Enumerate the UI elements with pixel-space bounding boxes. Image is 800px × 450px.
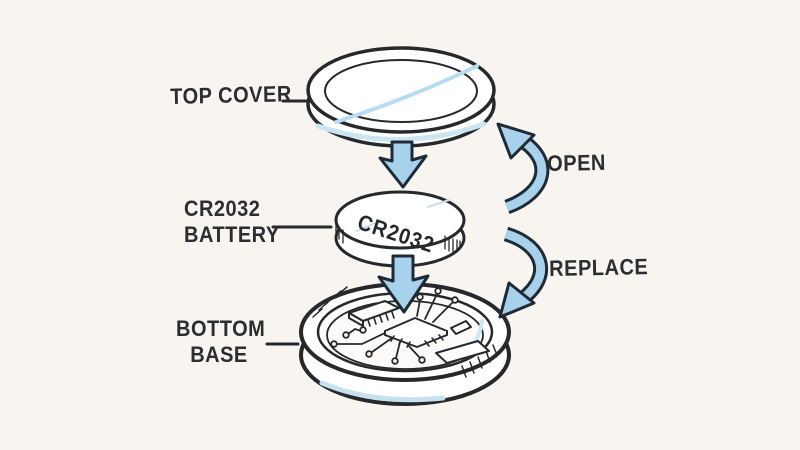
battery-label-line2: BATTERY: [184, 222, 280, 248]
replace-action-label: REPLACE: [549, 255, 649, 282]
rim-hatching-left: [312, 286, 348, 318]
open-action-label: OPEN: [547, 150, 607, 177]
top-cover-illustration: [306, 46, 496, 148]
cover-sheen: [334, 64, 479, 124]
battery-illustration: [334, 190, 466, 268]
bottom-base-label-line1: BOTTOM: [176, 317, 266, 342]
component-footprint: [435, 340, 490, 364]
resistor-icon: [450, 320, 472, 335]
down-arrow-top-icon: [378, 140, 428, 189]
dip-chip-icon: [348, 300, 400, 327]
bottom-base-label: BOTTOM BASE: [176, 317, 266, 369]
bottom-base-label-line2: BASE: [190, 342, 248, 368]
down-arrow-bottom-icon: [377, 254, 430, 314]
battery-label: CR2032 BATTERY: [184, 197, 280, 249]
pcb-illustration: [330, 287, 490, 365]
rim-hatching-right: [461, 344, 498, 378]
battery-rim-hatching: [335, 223, 461, 253]
open-arrow-icon: [496, 122, 550, 215]
top-cover-label: TOP COVER: [170, 82, 293, 110]
circuit-traces: [330, 287, 459, 365]
battery-label-line1: CR2032: [184, 197, 261, 222]
battery-face-sheen: [356, 199, 450, 232]
replace-arrow-icon: [498, 226, 549, 319]
qfp-chip-icon: [384, 317, 448, 348]
